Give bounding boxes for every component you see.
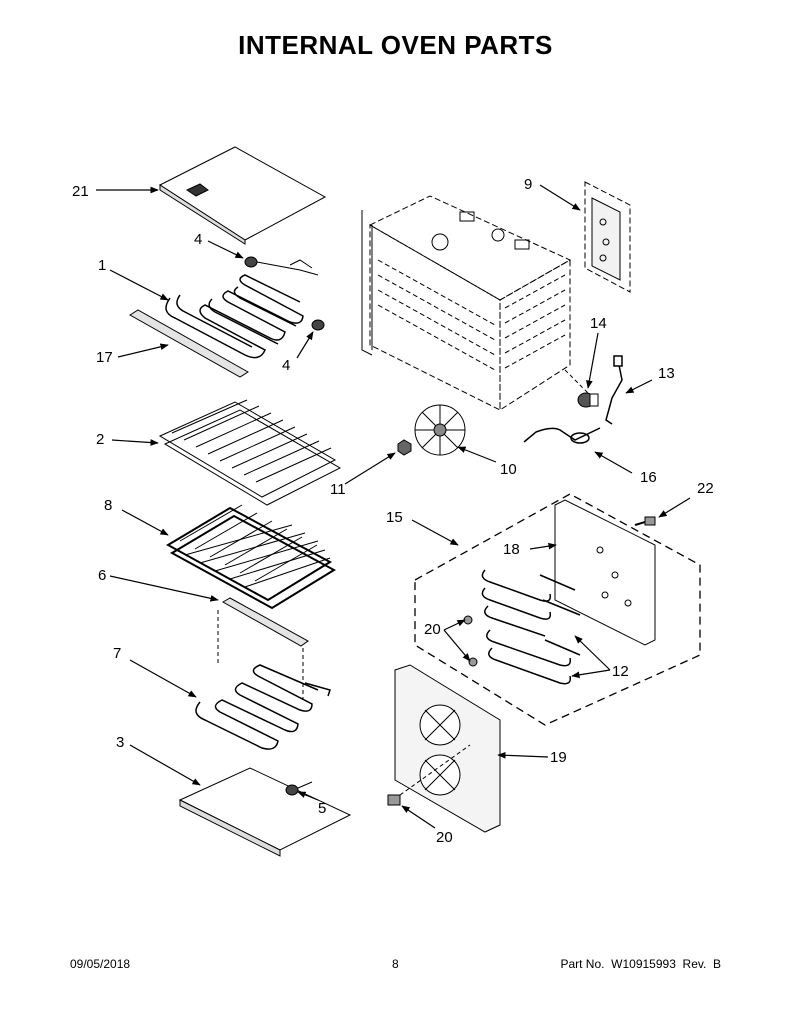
callout-21: 21 bbox=[72, 183, 89, 200]
part-14-light-socket bbox=[577, 392, 599, 408]
part-20-screw-group bbox=[463, 615, 478, 667]
part-10-fan-blade bbox=[414, 404, 466, 456]
callout-15: 15 bbox=[386, 509, 403, 526]
callout-18: 18 bbox=[503, 541, 520, 558]
leader-lines bbox=[96, 184, 691, 829]
callout-7: 7 bbox=[113, 645, 121, 662]
part-22-screw bbox=[634, 516, 656, 526]
callout-14: 14 bbox=[590, 315, 607, 332]
callout-11: 11 bbox=[330, 481, 346, 498]
part-20-screw-single bbox=[387, 794, 401, 806]
part-12-convection-elements bbox=[481, 569, 581, 685]
callout-3: 3 bbox=[116, 734, 124, 751]
part-5-terminal bbox=[285, 781, 313, 796]
part-21-top-panel bbox=[158, 146, 327, 245]
part-16-sensor-probe bbox=[523, 427, 601, 444]
footer-page-number: 8 bbox=[392, 957, 399, 971]
callout-labels: 21 4 1 4 17 2 8 6 7 3 5 9 14 13 11 10 16… bbox=[72, 176, 714, 846]
part-4-terminal-bottom bbox=[311, 319, 325, 331]
part-7-bake-element bbox=[195, 664, 331, 750]
callout-2: 2 bbox=[96, 431, 104, 448]
part-17-trim-strip bbox=[129, 309, 249, 378]
part-8-roller-rack bbox=[165, 504, 337, 610]
callout-16: 16 bbox=[640, 469, 657, 486]
oven-cavity bbox=[361, 195, 591, 411]
part-3-bottom-panel bbox=[178, 767, 352, 857]
footer-part-number: Part No. W10915993 Rev. B bbox=[560, 957, 721, 971]
callout-5: 5 bbox=[318, 800, 326, 817]
callout-12: 12 bbox=[612, 663, 629, 680]
part-6-vent-trim bbox=[217, 597, 309, 700]
callout-20-upper: 20 bbox=[424, 621, 441, 638]
part-13-wire-harness bbox=[605, 355, 623, 425]
part-4-terminal-top bbox=[244, 256, 319, 276]
callout-6: 6 bbox=[98, 567, 106, 584]
callout-13: 13 bbox=[658, 365, 675, 382]
part-19-fan-cover bbox=[394, 664, 501, 833]
footer-date: 09/05/2018 bbox=[70, 957, 131, 971]
callout-4-bottom: 4 bbox=[282, 357, 290, 374]
callout-19: 19 bbox=[550, 749, 567, 766]
callout-1: 1 bbox=[98, 257, 106, 274]
callout-20-lower: 20 bbox=[436, 829, 453, 846]
callout-10: 10 bbox=[500, 461, 517, 478]
part-9-bracket bbox=[584, 181, 631, 293]
page-title: INTERNAL OVEN PARTS bbox=[238, 30, 553, 60]
callout-8: 8 bbox=[104, 497, 112, 514]
part-18-element-plate bbox=[554, 499, 656, 646]
callout-22: 22 bbox=[697, 480, 714, 497]
callout-9: 9 bbox=[524, 176, 532, 193]
part-11-nut bbox=[397, 439, 412, 456]
part-1-broil-element bbox=[165, 274, 304, 359]
callout-17: 17 bbox=[96, 349, 113, 366]
part-2-oven-rack bbox=[158, 399, 342, 506]
callout-4-top: 4 bbox=[194, 231, 202, 248]
